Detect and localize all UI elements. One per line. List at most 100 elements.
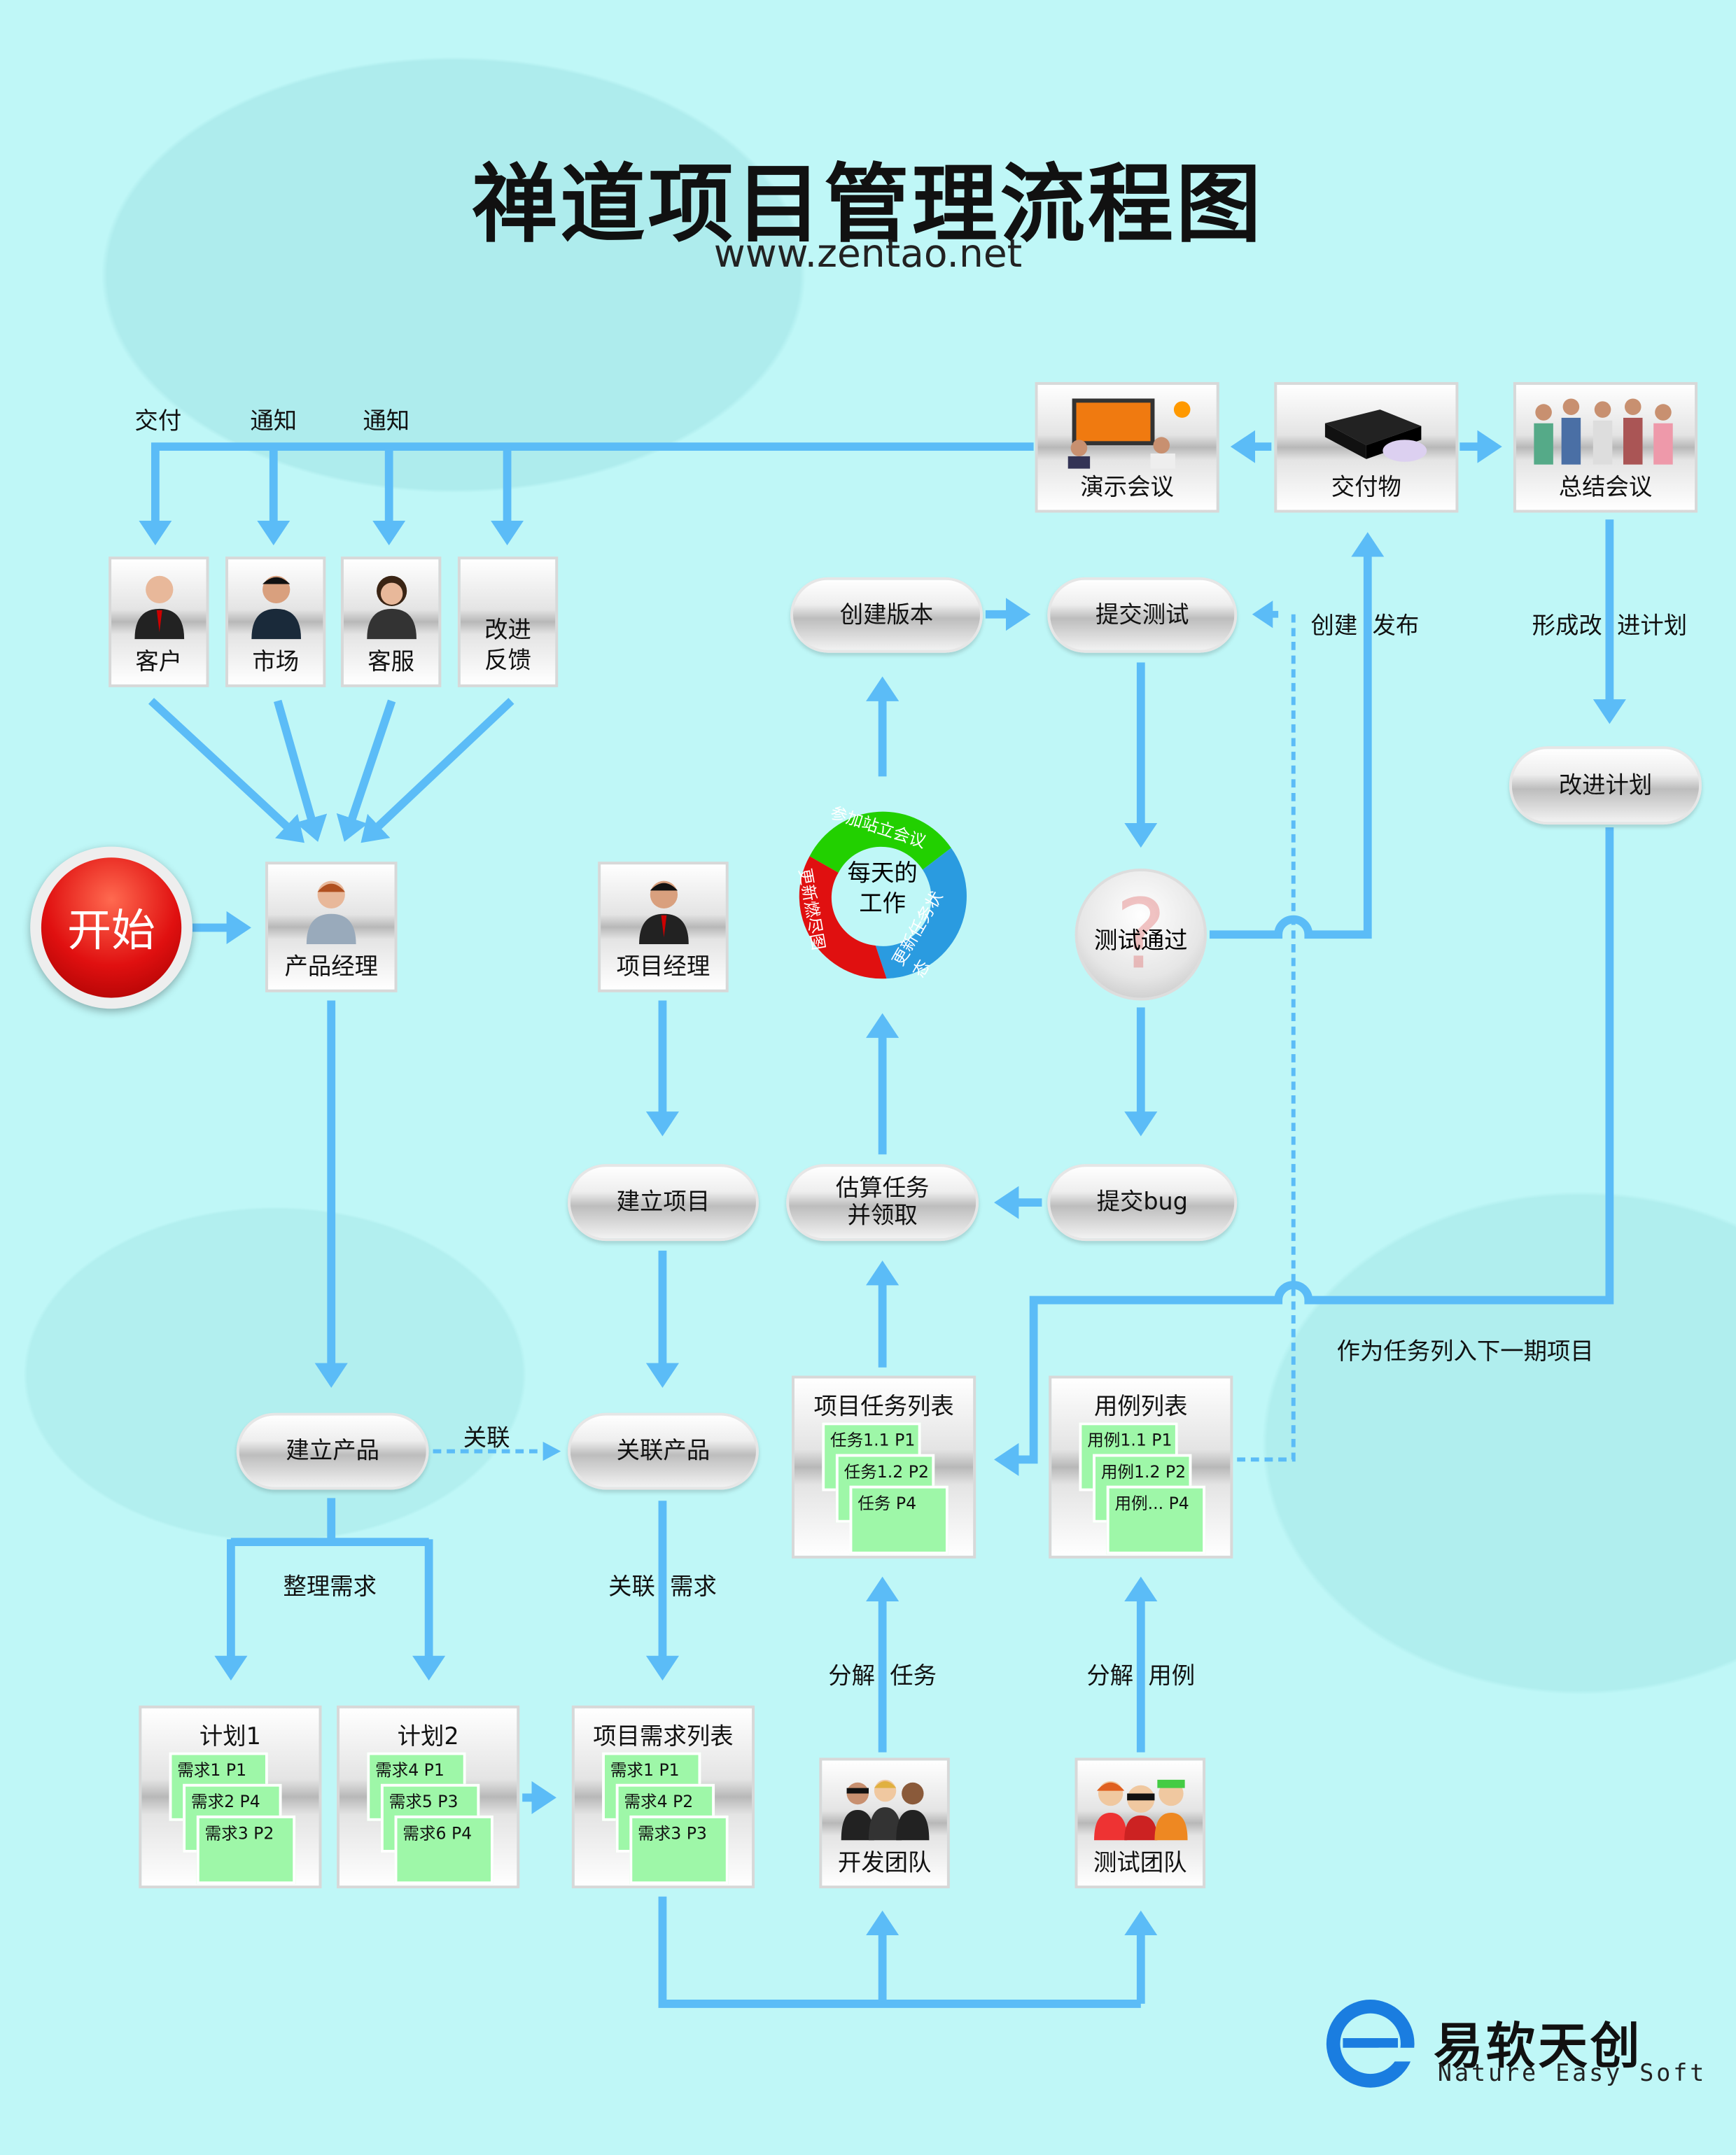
arrow-reqlist-teams — [658, 1896, 1141, 2008]
website-url: www.zentao.net — [713, 230, 1023, 276]
decision-test-pass[interactable]: ? 测试通过 — [1074, 868, 1208, 1001]
box-label: 交付物 — [1331, 474, 1401, 502]
dashed-caselist-release — [1237, 614, 1296, 1462]
list-plan1[interactable]: 计划1 需求1 P1 需求2 P4 需求3 P2 — [139, 1705, 322, 1888]
role-market[interactable]: 市场 — [225, 556, 326, 687]
list-item: 需求6 P4 — [394, 1815, 493, 1885]
arrow-improve-tasklist — [994, 827, 1614, 1476]
list-title: 计划2 — [397, 1723, 459, 1751]
role-project-manager[interactable]: 项目经理 — [598, 862, 729, 992]
list-plan2[interactable]: 计划2 需求4 P1 需求5 P3 需求6 P4 — [337, 1705, 520, 1888]
label-link: 关联 — [463, 1425, 510, 1453]
role-label: 客户 — [135, 648, 183, 677]
step-label: 提交bug — [1096, 1188, 1188, 1216]
arrow-product-plans — [230, 1498, 429, 1547]
step-label: 并领取 — [847, 1202, 918, 1230]
list-item: 用例... P4 — [1106, 1485, 1206, 1554]
list-item: 需求3 P3 — [629, 1815, 729, 1885]
arrow-service-pm — [336, 699, 396, 842]
person-icon — [306, 880, 356, 944]
cycle-center-text: 每天的 — [847, 860, 918, 888]
start-label: 开始 — [41, 857, 182, 998]
start-button[interactable]: 开始 — [30, 846, 192, 1009]
cycle-segment-red — [799, 856, 887, 979]
label-split-task: 分解 任务 — [828, 1662, 937, 1691]
label-next-phase: 作为任务列入下一期项目 — [1336, 1338, 1594, 1366]
dev-team-icon — [840, 1779, 929, 1841]
step-estimate-task[interactable]: 估算任务并领取 — [786, 1164, 979, 1242]
step-label: 创建版本 — [839, 601, 934, 629]
question-mark-icon: ? — [1115, 878, 1167, 991]
demo-meeting[interactable]: 演示会议 — [1035, 381, 1219, 513]
label-form-plan: 形成改 进计划 — [1532, 612, 1688, 641]
person-icon — [638, 880, 688, 944]
test-team[interactable]: 测试团队 — [1074, 1757, 1206, 1888]
test-team-icon — [1093, 1779, 1187, 1841]
arrow-customer-pm — [148, 698, 304, 843]
role-label: 产品经理 — [284, 953, 378, 982]
step-label: 改进计划 — [1558, 771, 1653, 799]
arrow-feedback-pm — [360, 698, 514, 843]
logo-tagline: Nature Easy Soft — [1437, 2060, 1707, 2088]
step-label: 关联产品 — [616, 1437, 710, 1466]
role-label: 市场 — [252, 648, 300, 677]
role-label: 客服 — [368, 648, 415, 677]
label-notify: 通知 — [250, 408, 298, 436]
step-submit-bug[interactable]: 提交bug — [1047, 1164, 1238, 1242]
role-feedback[interactable]: 改进 反馈 — [457, 556, 559, 687]
cycle-segment-green — [809, 811, 951, 873]
box-label: 总结会议 — [1558, 474, 1653, 502]
box-label: 演示会议 — [1080, 474, 1174, 502]
person-icon — [134, 575, 184, 640]
list-title: 项目需求列表 — [593, 1723, 734, 1751]
list-project-tasks[interactable]: 项目任务列表 任务1.1 P1 任务1.2 P2 任务 P4 — [792, 1375, 976, 1559]
logo-name: 易软天创 — [1434, 2019, 1643, 2076]
step-label: 估算任务 — [835, 1174, 930, 1203]
list-title: 计划1 — [199, 1723, 261, 1751]
page-title: 禅道项目管理流程图 — [472, 153, 1264, 255]
cycle-center-text: 工作 — [859, 890, 906, 918]
list-project-requirements[interactable]: 项目需求列表 需求1 P1 需求4 P2 需求3 P3 — [571, 1705, 755, 1888]
step-label: 建立产品 — [286, 1437, 379, 1466]
dev-team[interactable]: 开发团队 — [819, 1757, 950, 1888]
decision-label: 测试通过 — [1094, 927, 1188, 955]
role-label: 项目经理 — [616, 953, 710, 982]
step-create-project[interactable]: 建立项目 — [567, 1164, 759, 1242]
role-customer[interactable]: 客户 — [108, 556, 209, 687]
team-label: 测试团队 — [1093, 1850, 1187, 1878]
team-label: 开发团队 — [837, 1850, 932, 1878]
label-deliver: 交付 — [134, 408, 182, 436]
cycle-segment-blue — [875, 848, 967, 979]
disc-drive-icon — [1324, 409, 1427, 462]
step-improve-plan[interactable]: 改进计划 — [1509, 746, 1702, 825]
label-split-case: 分解 用例 — [1086, 1662, 1196, 1691]
person-icon — [251, 575, 301, 640]
step-create-product[interactable]: 建立产品 — [236, 1412, 429, 1490]
headset-person-icon — [366, 575, 416, 640]
role-label: 改进 反馈 — [484, 617, 531, 675]
step-create-build[interactable]: 创建版本 — [790, 577, 983, 653]
list-title: 项目任务列表 — [813, 1394, 954, 1422]
label-create-release: 创建 发布 — [1310, 612, 1420, 641]
daily-work-cycle: 每天的 工作 参加站立会议 更新任务状态 更新燃尽图 — [790, 803, 974, 988]
summary-meeting[interactable]: 总结会议 — [1513, 381, 1698, 513]
arrow-market-pm — [273, 699, 328, 842]
step-link-product[interactable]: 关联产品 — [567, 1412, 759, 1490]
label-organize-req: 整理需求 — [283, 1573, 377, 1601]
list-item: 任务 P4 — [849, 1485, 948, 1554]
group-people-icon — [1534, 398, 1673, 465]
list-title: 用例列表 — [1094, 1394, 1188, 1422]
presentation-meeting-icon — [1068, 398, 1191, 469]
step-label: 建立项目 — [616, 1188, 710, 1216]
step-label: 提交测试 — [1095, 601, 1189, 629]
step-submit-test[interactable]: 提交测试 — [1047, 577, 1238, 653]
list-item: 需求3 P2 — [196, 1815, 296, 1885]
deliverable[interactable]: 交付物 — [1274, 381, 1459, 513]
role-product-manager[interactable]: 产品经理 — [265, 862, 398, 992]
label-link-req: 关联 需求 — [608, 1573, 717, 1601]
list-test-cases[interactable]: 用例列表 用例1.1 P1 用例1.2 P2 用例... P4 — [1049, 1375, 1233, 1559]
company-logo — [1324, 1997, 1420, 2091]
label-notify: 通知 — [363, 408, 410, 436]
role-service[interactable]: 客服 — [340, 556, 442, 687]
